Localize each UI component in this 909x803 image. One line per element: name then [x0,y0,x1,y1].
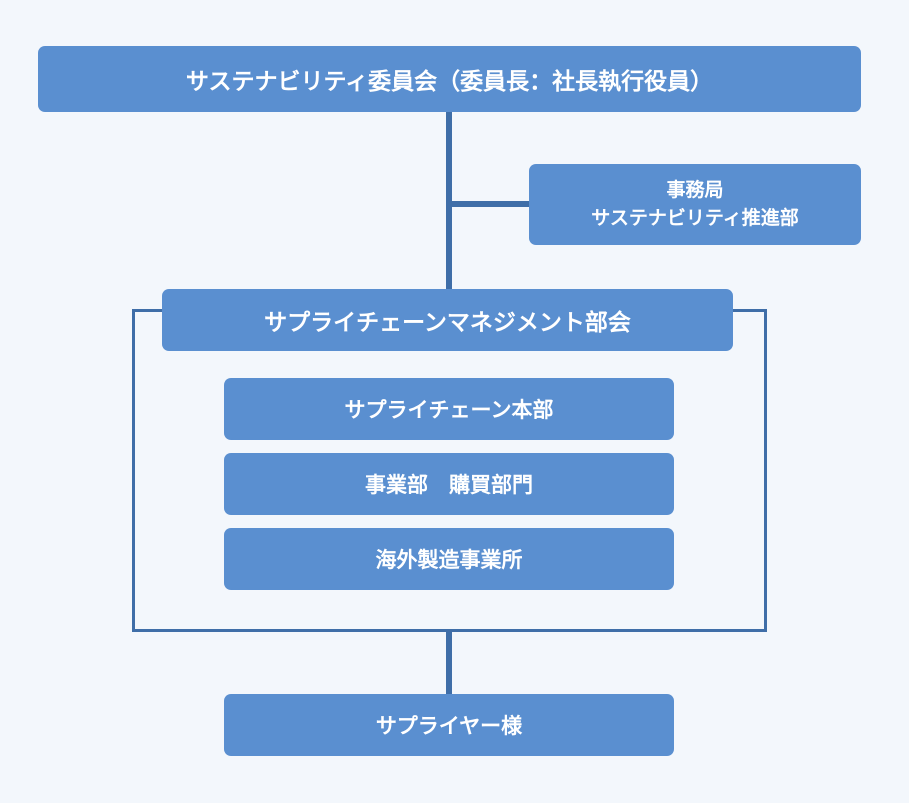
sustainability-committee-box: サステナビリティ委員会（委員長：社長執行役員） [38,46,861,112]
supply-chain-subcommittee-box: サプライチェーンマネジメント部会 [162,289,733,351]
secretariat-box: 事務局 サステナビリティ推進部 [529,164,861,245]
member-unit-box: 事業部 購買部門 [224,453,674,515]
supply-chain-subcommittee-label: サプライチェーンマネジメント部会 [264,310,631,336]
suppliers-label: サプライヤー様 [375,714,523,738]
suppliers-box: サプライヤー様 [224,694,674,756]
member-unit-label: 事業部 購買部門 [365,473,533,497]
member-unit-label: 海外製造事業所 [375,548,523,572]
sustainability-committee-label: サステナビリティ委員会（委員長：社長執行役員） [185,69,714,95]
connector-committee-to-subcommittee [446,112,452,292]
member-unit-box: 海外製造事業所 [224,528,674,590]
secretariat-line2: サステナビリティ推進部 [591,206,799,229]
connector-subcommittee-to-suppliers [446,631,452,695]
member-unit-box: サプライチェーン本部 [224,378,674,440]
secretariat-line1: 事務局 [666,178,724,201]
member-unit-label: サプライチェーン本部 [344,398,554,422]
connector-to-secretariat [452,201,530,207]
